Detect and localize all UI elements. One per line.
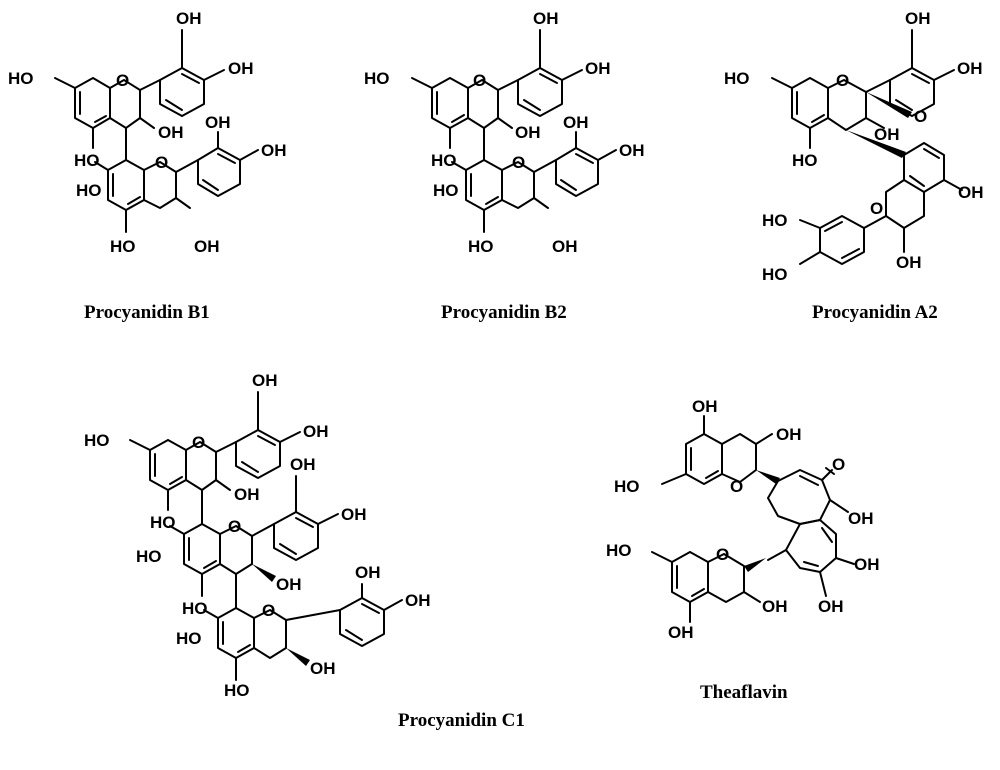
a2-oh-b3: OH bbox=[905, 9, 931, 28]
tf-o-ring-lower: O bbox=[716, 545, 729, 564]
c1-oh-b4-1: OH bbox=[303, 422, 329, 441]
b1-oh-c3-lower: OH bbox=[194, 237, 220, 256]
b2-name: Procyanidin B2 bbox=[441, 302, 567, 323]
b2-oh-b4-lower: OH bbox=[619, 141, 645, 160]
structure-procyanidin-a2: HO O OH OH O OH HO OH O HO HO OH Procyan… bbox=[724, 9, 984, 323]
a2-oh-b3-lower: HO bbox=[762, 211, 788, 230]
tf-o-ring-upper: O bbox=[730, 477, 743, 496]
c1-oh-b3-2: OH bbox=[290, 455, 316, 474]
structure-procyanidin-b2: HO O OH OH OH HO HO O OH OH OH HO Procya… bbox=[364, 9, 645, 323]
a2-oh-c3-lower: OH bbox=[896, 253, 922, 272]
a2-o-bridge: O bbox=[914, 107, 927, 126]
b1-oh-a7: HO bbox=[8, 69, 34, 88]
b2-oh-b4: OH bbox=[585, 59, 611, 78]
a2-oh-a5: HO bbox=[792, 151, 818, 170]
b1-oh-a7-lower: HO bbox=[76, 181, 102, 200]
tf-oh-c3-upper: OH bbox=[776, 425, 802, 444]
a2-oh-c3: OH bbox=[874, 125, 900, 144]
c1-oh-a5-1: HO bbox=[150, 513, 176, 532]
c1-oh-a7-3: HO bbox=[176, 629, 202, 648]
b2-o-ring-upper: O bbox=[473, 71, 486, 90]
c1-oh-c3-3: OH bbox=[310, 659, 336, 678]
tf-o-carbonyl: O bbox=[832, 455, 845, 474]
a2-oh-b4-lower: HO bbox=[762, 265, 788, 284]
c1-o-ring-1: O bbox=[192, 433, 205, 452]
tf-oh-a5-upper: OH bbox=[692, 397, 718, 416]
a2-oh-a7: HO bbox=[724, 69, 750, 88]
c1-oh-a7: HO bbox=[84, 431, 110, 450]
tf-oh-a7-upper: HO bbox=[614, 477, 640, 496]
a2-o-ring-upper: O bbox=[836, 71, 849, 90]
b1-oh-c3: OH bbox=[158, 123, 184, 142]
a2-oh-a5-lower: OH bbox=[958, 183, 984, 202]
c1-oh-c3-1: OH bbox=[234, 485, 260, 504]
b1-o-ring-lower: O bbox=[155, 153, 168, 172]
a2-o-ring-lower: O bbox=[870, 199, 883, 218]
b1-oh-a5: HO bbox=[74, 151, 100, 170]
structure-procyanidin-c1: HO O OH OH OH HO HO O OH OH OH HO HO O O… bbox=[84, 371, 525, 731]
b2-oh-b3-lower: OH bbox=[563, 113, 589, 132]
b2-oh-a7-lower: HO bbox=[433, 181, 459, 200]
b1-o-ring-upper: O bbox=[116, 71, 129, 90]
tf-oh-tropolone-2: OH bbox=[854, 555, 880, 574]
tf-oh-a5-lower: OH bbox=[668, 623, 694, 642]
b2-o-ring-lower: O bbox=[512, 153, 525, 172]
c1-oh-b3-1: OH bbox=[252, 371, 278, 390]
b1-name: Procyanidin B1 bbox=[84, 302, 210, 323]
c1-name: Procyanidin C1 bbox=[398, 710, 525, 731]
b1-oh-b3: OH bbox=[176, 9, 202, 28]
b2-oh-c3-lower: OH bbox=[552, 237, 578, 256]
c1-oh-a5-3: HO bbox=[224, 681, 250, 700]
tf-oh-tropolone-3: OH bbox=[818, 597, 844, 616]
c1-oh-b4-2: OH bbox=[341, 505, 367, 524]
b1-oh-b4-lower: OH bbox=[261, 141, 287, 160]
tf-oh-c3-lower: OH bbox=[762, 597, 788, 616]
c1-oh-a7-2: HO bbox=[136, 547, 162, 566]
c1-oh-b3-3: OH bbox=[355, 563, 381, 582]
tf-oh-tropolone-1: OH bbox=[848, 509, 874, 528]
structure-theaflavin: OH OH HO O O OH OH OH HO O OH OH Theafla… bbox=[606, 397, 880, 703]
c1-oh-a5-2: HO bbox=[182, 599, 208, 618]
b2-oh-c3: OH bbox=[515, 123, 541, 142]
c1-oh-b4-3: OH bbox=[405, 591, 431, 610]
a2-oh-b4: OH bbox=[957, 59, 983, 78]
c1-o-ring-2: O bbox=[228, 517, 241, 536]
c1-o-ring-3: O bbox=[262, 601, 275, 620]
b1-oh-a5-lower: HO bbox=[110, 237, 136, 256]
b1-oh-b4: OH bbox=[228, 59, 254, 78]
structure-procyanidin-b1: HO O OH OH OH HO HO O OH OH OH HO Procya… bbox=[8, 9, 287, 323]
tf-name: Theaflavin bbox=[700, 682, 788, 703]
b1-oh-b3-lower: OH bbox=[205, 113, 231, 132]
b2-oh-a5: HO bbox=[431, 151, 457, 170]
a2-name: Procyanidin A2 bbox=[812, 302, 938, 323]
b2-oh-a7: HO bbox=[364, 69, 390, 88]
c1-oh-c3-2: OH bbox=[276, 575, 302, 594]
b2-oh-a5-lower: HO bbox=[468, 237, 494, 256]
b2-oh-b3: OH bbox=[533, 9, 559, 28]
tf-oh-a7-lower: HO bbox=[606, 541, 632, 560]
